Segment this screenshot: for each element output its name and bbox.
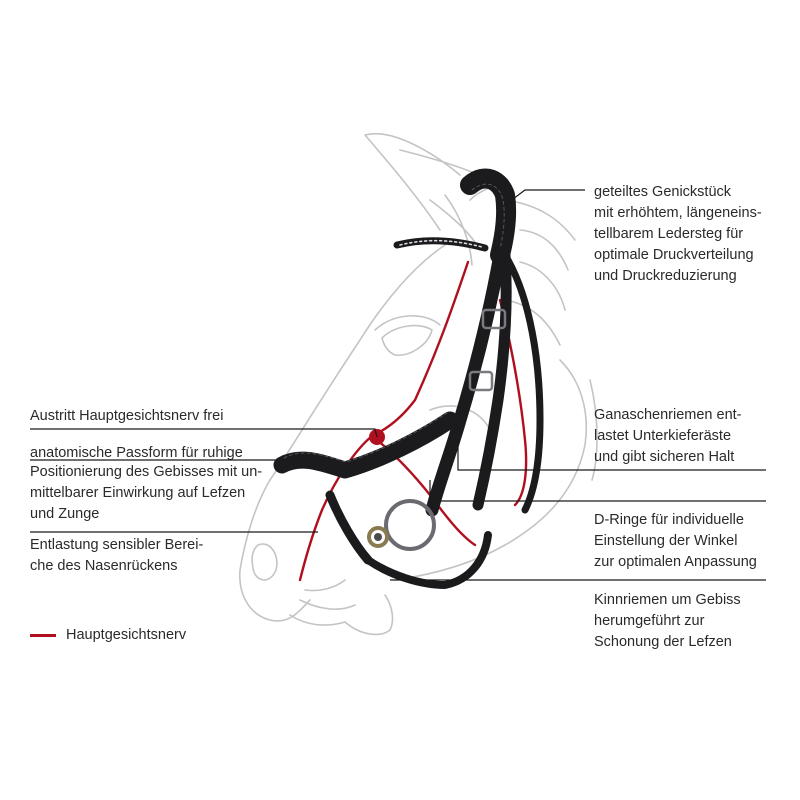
legend-label: Hauptgesichtsnerv [66,627,187,643]
crownpiece-stitching [471,183,505,255]
label-kinnriemen: Kinnriemen um Gebiss herumgeführt zur Sc… [594,592,741,650]
legend: Hauptgesichtsnerv [30,627,186,643]
chin-outline [344,594,394,636]
crownpiece [460,168,517,265]
d-ring-large [384,499,436,551]
label-genickstueck: geteiltes Genickstück mit erhöhtem, läng… [594,184,762,284]
mouth-outline [289,599,356,626]
label-d-ringe: D-Ringe für individuelle Einstellung der… [594,512,757,570]
leader-genickstueck [504,189,585,206]
face-line [269,244,446,481]
label-entlastung: Entlastung sensibler Berei- che des Nase… [30,537,204,574]
leader-ganaschen [457,440,766,471]
cheekpiece-buckle-lower [468,370,494,392]
leader-d-ringe [429,480,766,502]
label-positionierung: Positionierung des Gebisses mit un- mitt… [30,464,263,522]
throatlatch [504,256,544,514]
forelock-outline [429,194,481,266]
leader-austritt [30,428,378,438]
ear-front-outline [364,132,461,231]
label-ganaschen: Ganaschenriemen ent- lastet Unterkieferä… [594,407,742,465]
throat-outline [589,379,598,481]
label-passform: anatomische Passform für ruhige [30,445,243,461]
nerve-upper-path [370,260,470,438]
cheekpiece-left [425,248,507,517]
noseband [273,411,459,479]
bridle [273,168,544,589]
muzzle-outline [239,479,311,622]
label-austritt: Austritt Hauptgesichtsnerv frei [30,408,224,424]
eye-outline [381,324,433,356]
cheekpiece-right [472,249,512,511]
eyelid-line [374,315,441,331]
leader-lines [30,189,766,581]
red-line-icon [30,633,56,637]
nostril-outline [251,543,278,581]
chin-strap [364,531,492,589]
d-ring-small [367,526,389,548]
horse-head-outline [239,132,598,636]
jaw-outline [394,359,588,581]
lip-outline [304,579,346,592]
noseband-lower-strap [325,490,373,565]
nerve-lower-path [298,434,374,582]
mane-outline [504,199,576,346]
bit-ring [374,533,382,541]
noseband-stitching [283,412,448,463]
browband-crystals [399,239,483,248]
cheekpiece-buckle-upper [481,308,507,330]
